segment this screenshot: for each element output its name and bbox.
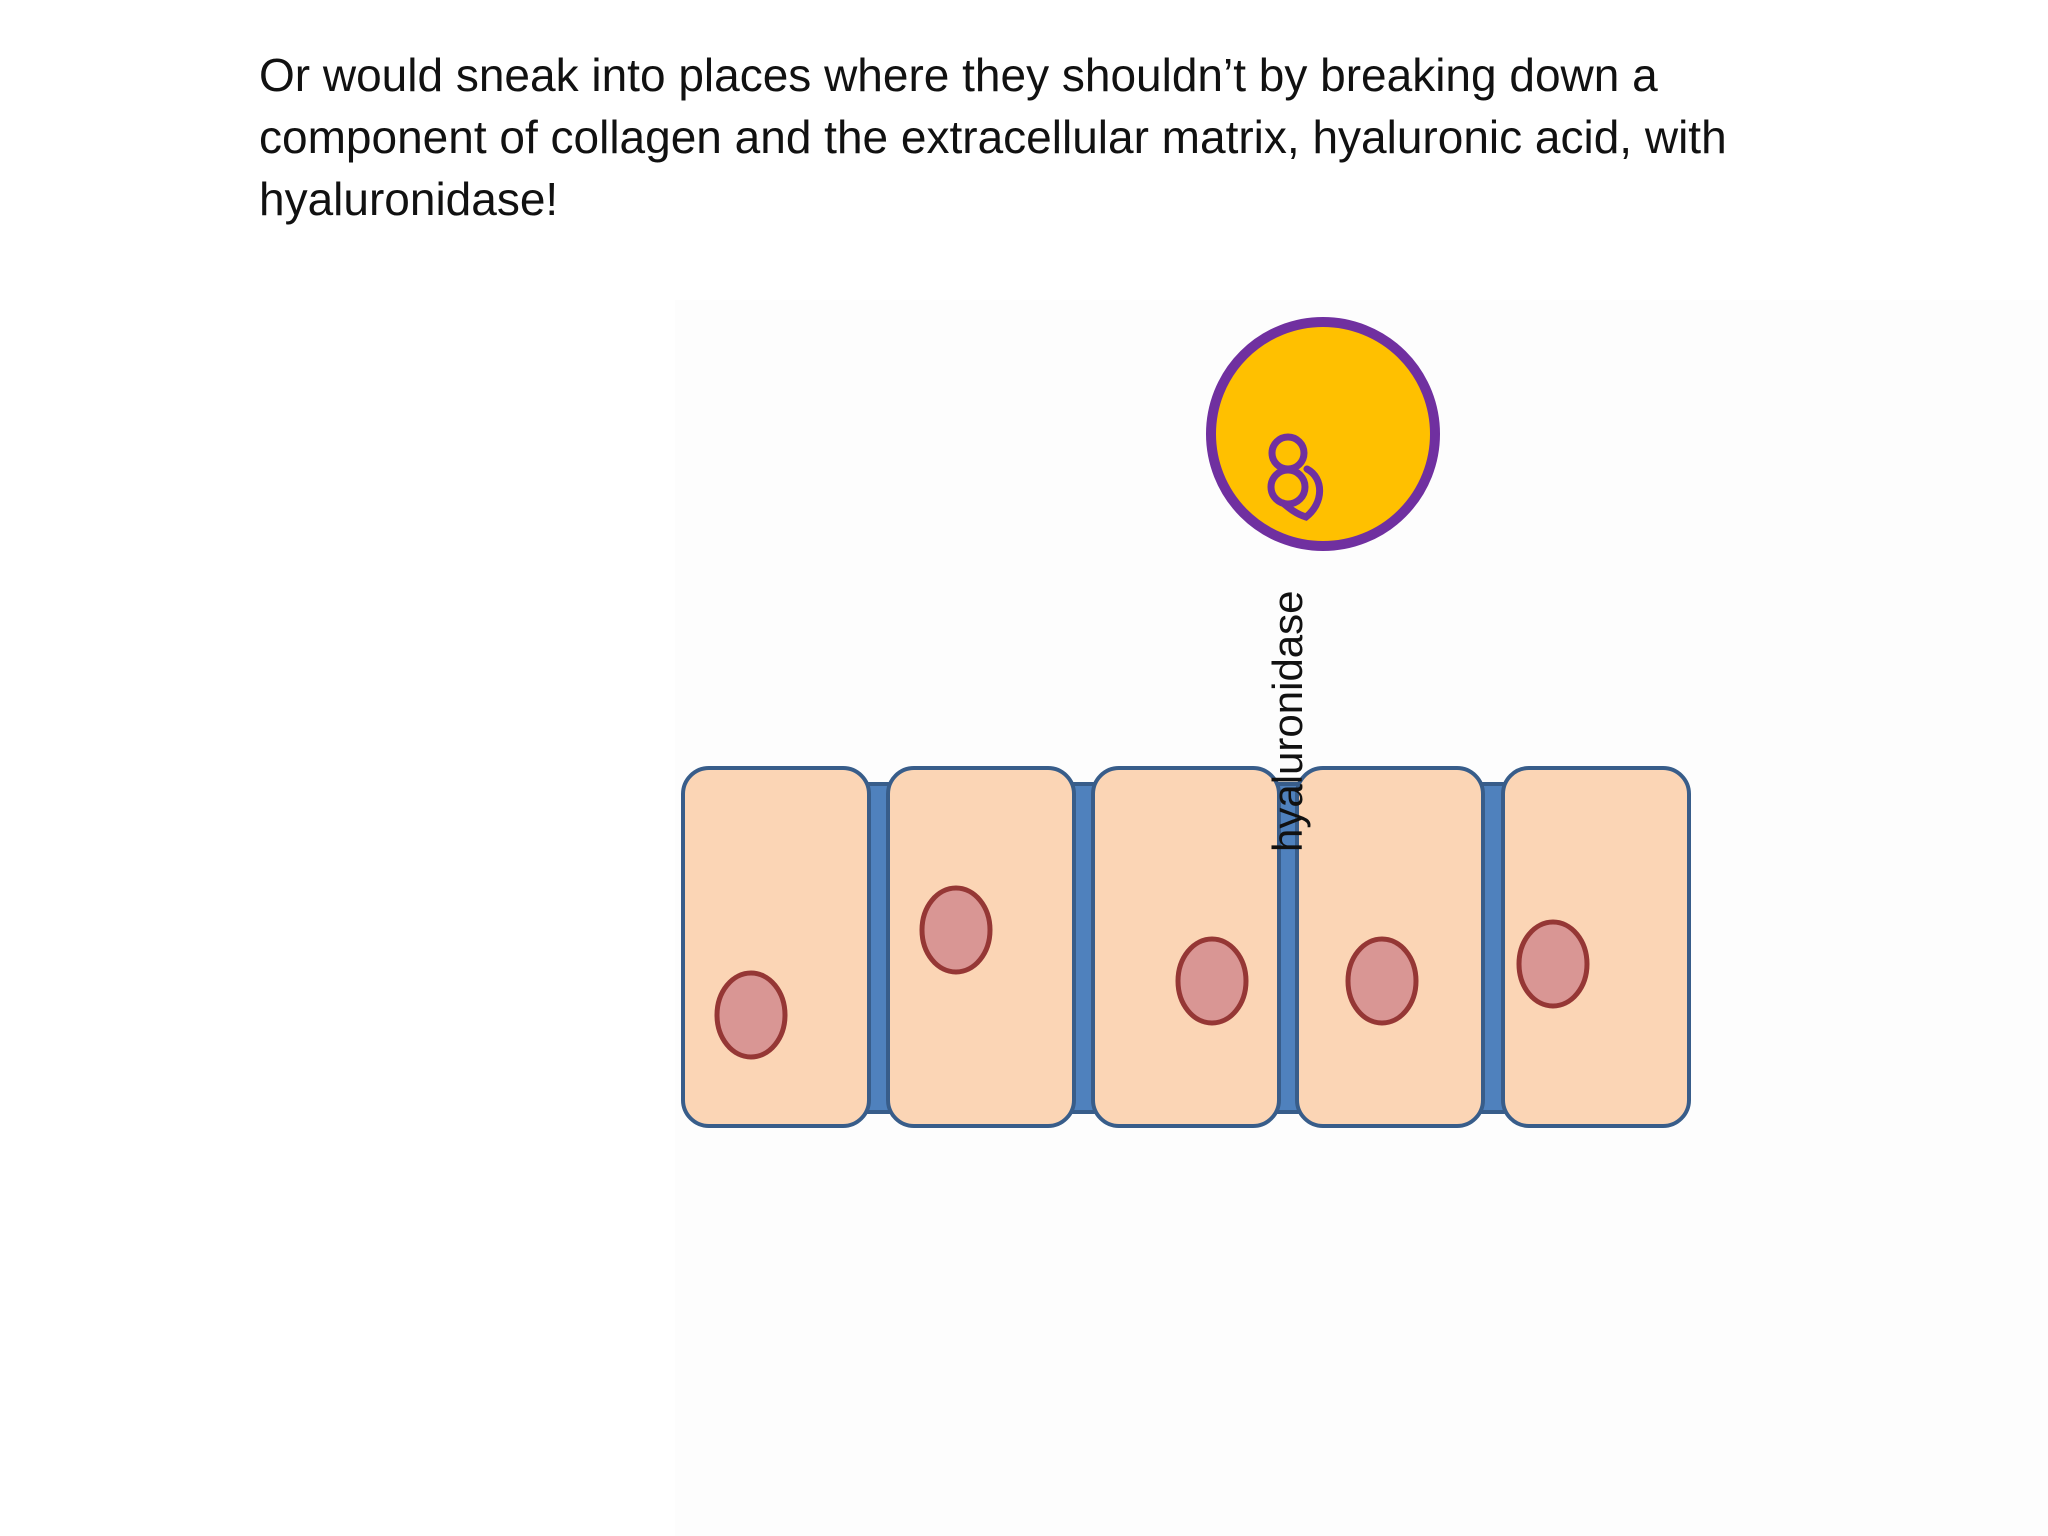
cell-nucleus [1516,919,1590,1009]
epithelial-cell [886,766,1076,1128]
bacterium-body [1206,317,1440,551]
cell-body [1501,766,1691,1128]
plasmid-icon [1267,433,1324,521]
cell-body [1091,766,1281,1128]
slide-caption: Or would sneak into places where they sh… [259,49,1727,225]
bacterium [1206,317,1440,551]
hyaluronidase-label: hyaluronidase [1264,590,1311,852]
cell-nucleus [714,970,788,1060]
cell-nucleus [1175,936,1249,1026]
epithelial-cell [1295,766,1485,1128]
epithelial-cell [1501,766,1691,1128]
epithelial-cell [1091,766,1281,1128]
cell-nucleus [1345,936,1419,1026]
cell-body [681,766,871,1128]
epithelial-cell [681,766,871,1128]
epithelial-cells [681,766,1691,1128]
cell-nucleus [919,885,993,975]
